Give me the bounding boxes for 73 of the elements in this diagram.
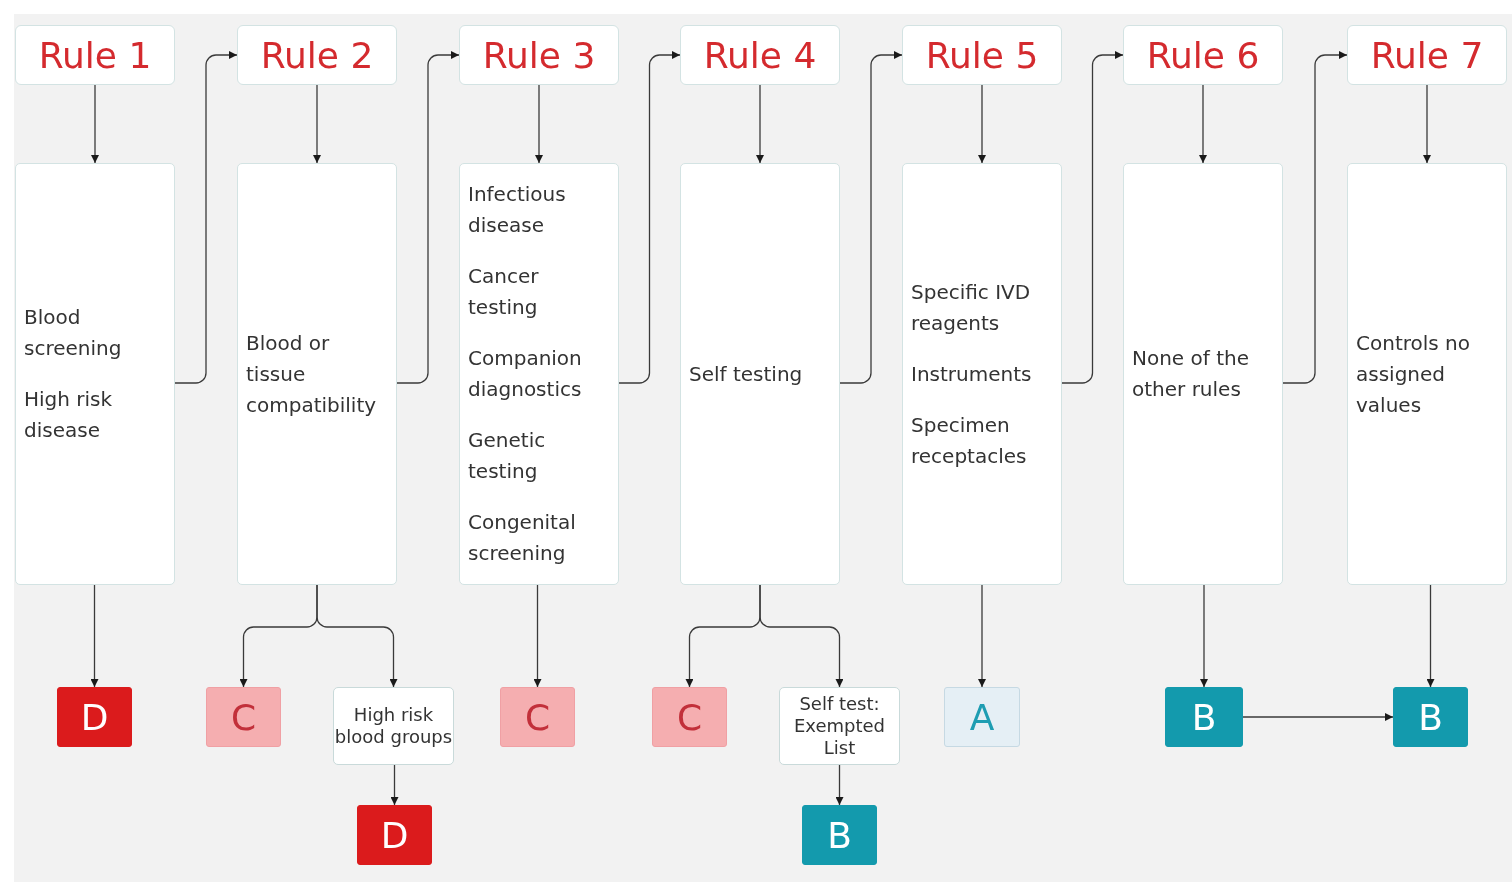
criteria-box [459,163,619,585]
arrow [618,51,681,384]
class-badge [206,687,281,747]
arrow [390,764,399,806]
rule-label: Rule 1 [38,34,152,76]
class-letter: C [230,696,257,738]
note-text: Self test: Exempted List [792,693,887,759]
rule-label: Rule 7 [1370,34,1484,76]
arrow [1199,84,1207,164]
criteria-text: Infectious disease [468,181,567,239]
criteria-text: Specific IVD reagents [911,278,1032,337]
arrow [313,84,321,164]
arrow [1061,51,1124,384]
criteria-box [680,163,840,585]
class-letter: B [827,814,852,856]
criteria-box [15,163,175,585]
rule-label: Rule 6 [1146,34,1260,76]
class-letter: B [1418,696,1443,738]
arrow [978,84,986,164]
arrow [835,764,844,806]
criteria-text: Companion diagnostics [468,345,583,403]
rule-label: Rule 4 [703,34,817,76]
note-box [779,687,900,765]
arrow [1242,713,1394,721]
criteria-text: Instruments [911,360,1033,388]
class-letter: C [524,696,551,738]
class-letter: D [380,814,409,856]
criteria-box [1347,163,1507,585]
criteria-text: None of the other rules [1132,345,1250,403]
class-badge [652,687,727,747]
arrow [316,584,398,688]
criteria-text: Congenital screening [468,509,577,567]
criteria-text: Blood or tissue compatibility [246,329,378,419]
criteria-text: Blood screening [24,304,123,362]
class-letter: B [1191,696,1217,738]
note-text: High risk blood groups [334,704,453,748]
class-badge [944,687,1020,747]
class-badge [57,687,132,747]
rule-label: Rule 3 [482,34,596,76]
class-badge [1393,687,1468,747]
class-badge [357,805,432,865]
rule-label: Rule 5 [925,34,1039,76]
criteria-box [902,163,1062,585]
criteria-box [1123,163,1283,585]
arrow [978,584,986,688]
arrow [1200,584,1208,688]
arrow [91,84,99,164]
criteria-text: High risk disease [24,386,114,444]
class-letter: C [676,696,703,738]
arrow [1282,51,1348,384]
class-badge [802,805,877,865]
arrow [90,584,99,688]
class-letter: D [80,696,109,738]
criteria-text: Self testing [689,360,804,388]
criteria-box [237,163,397,585]
criteria-text: Cancer testing [468,263,540,321]
rule-label: Rule 2 [260,34,374,76]
criteria-text: Controls no assigned values [1356,329,1471,419]
criteria-text: Specimen receptacles [911,411,1028,470]
criteria-text: Genetic testing [468,427,547,485]
arrow [1423,84,1431,164]
arrow [174,51,238,384]
note-box [333,687,454,765]
class-letter: A [969,696,995,738]
class-badge [500,687,575,747]
arrow [839,51,903,384]
arrow [1426,584,1435,688]
arrow [756,84,764,164]
arrow [759,584,844,688]
arrow [533,584,542,688]
arrow [396,51,460,384]
class-badge [1165,687,1243,747]
arrow [535,84,543,164]
